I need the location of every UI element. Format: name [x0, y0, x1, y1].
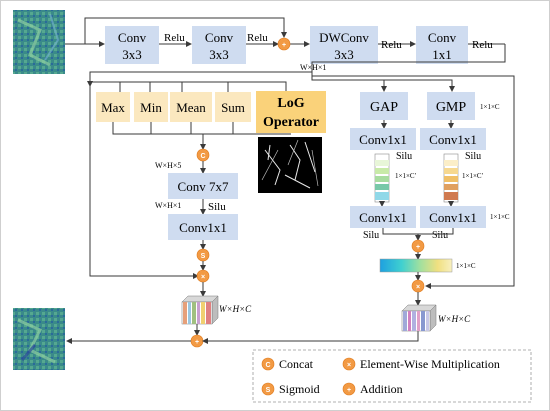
addition-op-top	[277, 37, 291, 51]
dim-attn-label: 1×1×C	[456, 262, 476, 270]
log-label-2: Operator	[263, 115, 319, 130]
concat-op-symbol: C	[200, 153, 205, 160]
conv1x1-gap2-block	[350, 206, 416, 228]
addition-op-right-symbol: +	[416, 244, 420, 251]
gmp-label: GMP	[436, 100, 467, 115]
legend-mult-icon	[342, 357, 356, 371]
log-operator-block	[256, 91, 326, 133]
legend-add-icon-symbol: +	[347, 387, 351, 394]
sum-block	[215, 92, 251, 122]
conv1-block	[105, 26, 159, 64]
channel-attention-bar	[379, 258, 453, 273]
legend-sigmoid-label: Sigmoid	[279, 382, 320, 396]
max-label: Max	[101, 100, 125, 115]
dim-conv7-label: W×H×1	[155, 201, 181, 210]
log-label-1: LoG	[277, 96, 304, 111]
legend-concat-icon-symbol: C	[265, 362, 270, 369]
dwconv-label-2: 3x3	[334, 47, 354, 62]
legend-sigmoid-icon-symbol: S	[266, 387, 271, 394]
dim-concat-label: W×H×5	[155, 161, 181, 170]
dwconv-label-1: DWConv	[319, 30, 369, 45]
dim-gmp-vec-label: 1×1×C′	[462, 172, 484, 180]
silu-label-gap1: Silu	[396, 151, 412, 162]
left-output-tensor	[181, 295, 219, 325]
legend-add-icon	[342, 382, 356, 396]
conv2-label-1: Conv	[205, 30, 234, 45]
legend-add-label: Addition	[360, 382, 403, 396]
conv1-label-2: 3x3	[122, 47, 142, 62]
mean-block	[170, 92, 212, 122]
output-feature-map	[13, 308, 65, 370]
conv1x1-top-block	[416, 26, 468, 64]
silu-label-gmp1: Silu	[465, 151, 481, 162]
legend-mult-icon-symbol: ×	[347, 362, 351, 369]
gmp-channel-vector	[443, 153, 459, 203]
dim-gmp-label: 1×1×C	[480, 103, 500, 111]
conv7x7-label: Conv 7x7	[178, 179, 229, 194]
relu-label-4: Relu	[472, 39, 493, 51]
relu-label-2: Relu	[247, 32, 268, 44]
gap-channel-vector	[374, 153, 390, 203]
legend: C Concat × Element-Wise Multiplication S…	[252, 349, 532, 403]
conv2-label-2: 3x3	[209, 47, 229, 62]
conv1x1-gap1-label: Conv1x1	[359, 132, 407, 147]
input-feature-map	[13, 10, 65, 74]
dim-gap-vec-label: 1×1×C′	[395, 172, 417, 180]
conv2-block	[192, 26, 246, 64]
sigmoid-op-symbol: S	[201, 253, 206, 260]
right-output-tensor	[401, 304, 437, 332]
max-block	[96, 92, 130, 122]
legend-concat-label: Concat	[279, 357, 314, 371]
conv1x1-gap1-block	[350, 128, 416, 150]
whc-right-label: W×H×C	[438, 314, 471, 324]
gap-label: GAP	[370, 100, 398, 115]
legend-mult-label: Element-Wise Multiplication	[360, 357, 500, 371]
conv1x1-gmp1-label: Conv1x1	[429, 132, 477, 147]
mean-label: Mean	[176, 100, 206, 115]
gap-block	[360, 92, 408, 120]
sum-label: Sum	[221, 100, 245, 115]
relu-label-1: Relu	[164, 32, 185, 44]
legend-concat-icon	[261, 357, 275, 371]
min-label: Min	[140, 100, 162, 115]
relu-label-3: Relu	[381, 39, 402, 51]
conv1x1-gmp2-label: Conv1x1	[429, 210, 477, 225]
addition-op-top-symbol: +	[282, 42, 286, 49]
mult-op-left-symbol: ×	[201, 274, 205, 281]
conv1x1-left-label: Conv1x1	[179, 220, 227, 235]
legend-sigmoid-icon	[261, 382, 275, 396]
conv1-label-1: Conv	[118, 30, 147, 45]
silu-label-left: Silu	[208, 201, 226, 213]
silu-label-gmp2: Silu	[432, 230, 448, 241]
silu-label-gap2: Silu	[363, 230, 379, 241]
conv1x1-top-label-1: Conv	[428, 30, 457, 45]
log-edge-image	[258, 137, 322, 193]
dim-top-label: W×H×1	[300, 63, 326, 72]
conv1x1-gmp1-block	[420, 128, 486, 150]
conv1x1-gmp2-block	[420, 206, 486, 228]
conv1x1-top-label-2: 1x1	[432, 47, 452, 62]
conv7x7-block	[168, 173, 238, 199]
addition-op-final-symbol: +	[195, 339, 199, 346]
min-block	[134, 92, 168, 122]
mult-op-right-symbol: ×	[416, 284, 420, 291]
conv1x1-gap2-label: Conv1x1	[359, 210, 407, 225]
gmp-block	[427, 92, 475, 120]
dwconv-block	[310, 26, 378, 64]
whc-left-label: W×H×C	[219, 304, 252, 314]
dim-conv-gmp2-label: 1×1×C	[490, 213, 510, 221]
conv1x1-left-block	[168, 214, 238, 240]
